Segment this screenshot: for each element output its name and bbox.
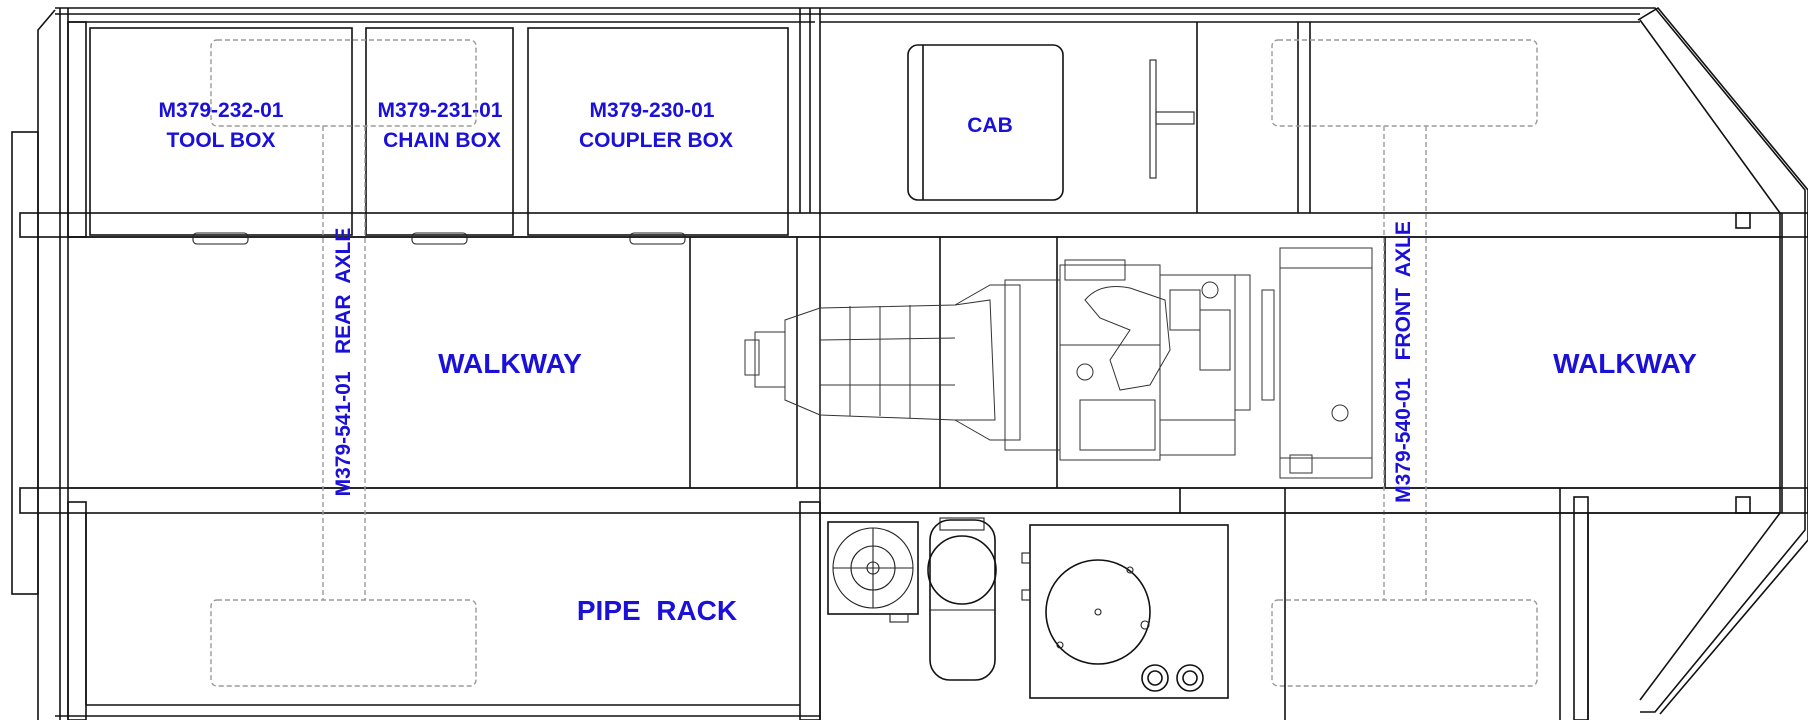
walkway-dividers: WALKWAY WALKWAY — [438, 237, 1697, 488]
chain-box-part-label: M379-231-01 — [378, 99, 503, 122]
rear-axle-label: M379-541-01 REAR AXLE — [332, 228, 355, 497]
engine-transmission — [744, 247, 1373, 479]
walkway-front-label: WALKWAY — [1553, 348, 1697, 379]
tool-box-part-label: M379-232-01 — [159, 99, 284, 122]
pipe-rack: PIPE RACK — [67, 501, 821, 720]
tool-box-name-label: TOOL BOX — [167, 129, 276, 152]
coupler-box: M379-230-01 COUPLER BOX — [527, 27, 789, 245]
chain-box: M379-231-01 CHAIN BOX — [365, 27, 514, 245]
chain-box-name-label: CHAIN BOX — [383, 129, 501, 152]
rear-axle: M379-541-01 REAR AXLE — [210, 39, 477, 687]
coupler-box-name-label: COUPLER BOX — [579, 129, 733, 152]
cab-label: CAB — [967, 114, 1013, 137]
equipment-bay — [820, 488, 1780, 720]
front-axle: M379-540-01 FRONT AXLE — [1271, 39, 1538, 687]
front-axle-label: M379-540-01 FRONT AXLE — [1392, 221, 1415, 503]
tool-box: M379-232-01 TOOL BOX — [89, 27, 353, 245]
pipe-rack-label: PIPE RACK — [577, 595, 737, 626]
walkway-rear-label: WALKWAY — [438, 348, 582, 379]
cab-area: CAB — [820, 21, 1640, 213]
coupler-box-part-label: M379-230-01 — [590, 99, 715, 122]
